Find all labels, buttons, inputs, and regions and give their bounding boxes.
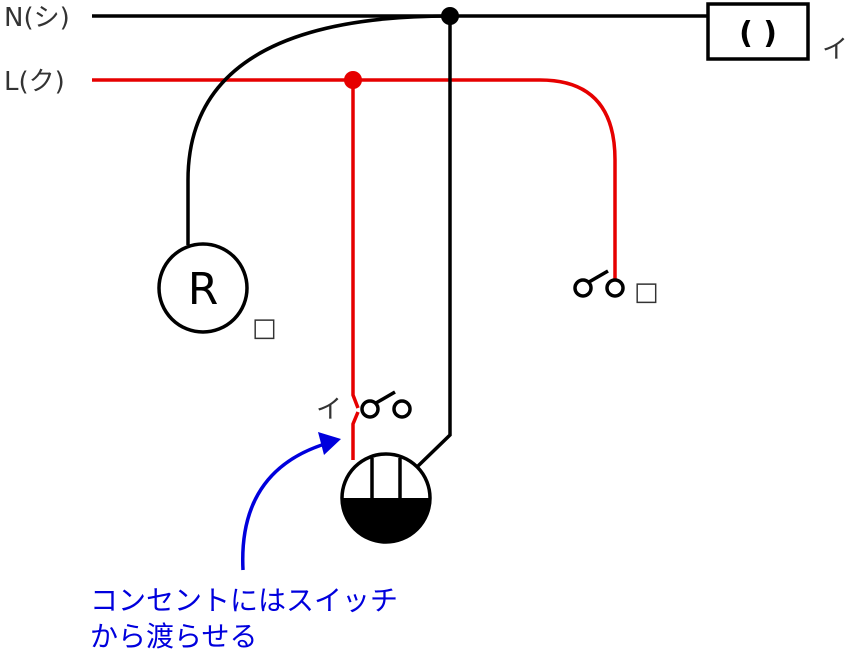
receptacle-r-tag: □: [252, 313, 277, 343]
live-drop-to-switch: [351, 80, 360, 409]
live-junction-dot: [344, 71, 362, 89]
live-line-label: L(ク): [4, 67, 65, 97]
switch-right-tag: □: [634, 277, 659, 307]
annotation-line-1: コンセントにはスイッチ: [90, 584, 398, 617]
lamp-fixture: [706, 2, 810, 61]
live-line: [92, 78, 617, 280]
neutral-line-label: N(シ): [4, 3, 70, 33]
switch-lower: [360, 390, 412, 419]
switch-right: [573, 269, 625, 298]
switch-lower-tag: イ: [316, 395, 342, 425]
receptacle-r: [157, 242, 249, 334]
outlet: [340, 452, 432, 544]
neutral-junction-dot: [441, 7, 459, 25]
neutral-branch-to-r: [186, 14, 451, 245]
receptacle-r-symbol: R: [188, 264, 219, 315]
lamp-fixture-tag: イ: [822, 35, 848, 65]
neutral-drop-to-outlet: [416, 16, 452, 468]
live-switch-to-outlet: [351, 411, 360, 460]
annotation-line-2: から渡らせる: [90, 620, 257, 653]
annotation-arrow: [241, 432, 341, 571]
lamp-fixture-text: ( ): [739, 16, 777, 51]
